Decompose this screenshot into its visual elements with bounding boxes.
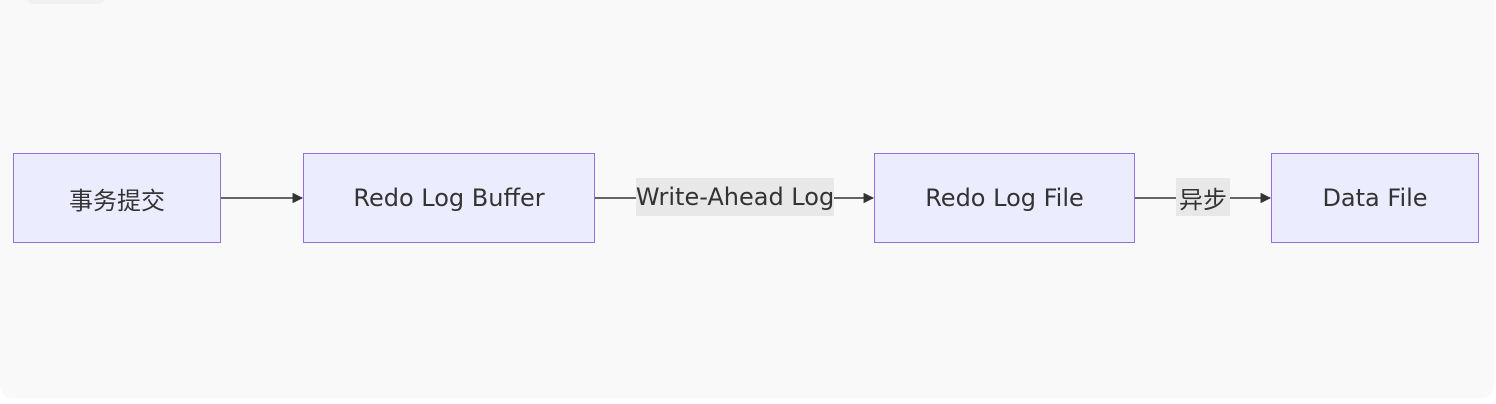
edge-label-text: 异步 <box>1179 185 1227 214</box>
node-label: 事务提交 <box>69 186 165 215</box>
edge-label-write-ahead-log: Write-Ahead Log <box>636 178 834 216</box>
canvas-tab <box>28 0 104 4</box>
edge-label-text: Write-Ahead Log <box>635 183 835 211</box>
node-redo-log-buffer: Redo Log Buffer <box>303 153 595 243</box>
node-label: Redo Log File <box>925 184 1084 212</box>
node-label: Redo Log Buffer <box>353 184 545 212</box>
node-redo-log-file: Redo Log File <box>874 153 1135 243</box>
node-label: Data File <box>1322 184 1428 212</box>
node-data-file: Data File <box>1271 153 1479 243</box>
node-transaction-commit: 事务提交 <box>13 153 221 243</box>
edge-label-async: 异步 <box>1176 178 1230 216</box>
